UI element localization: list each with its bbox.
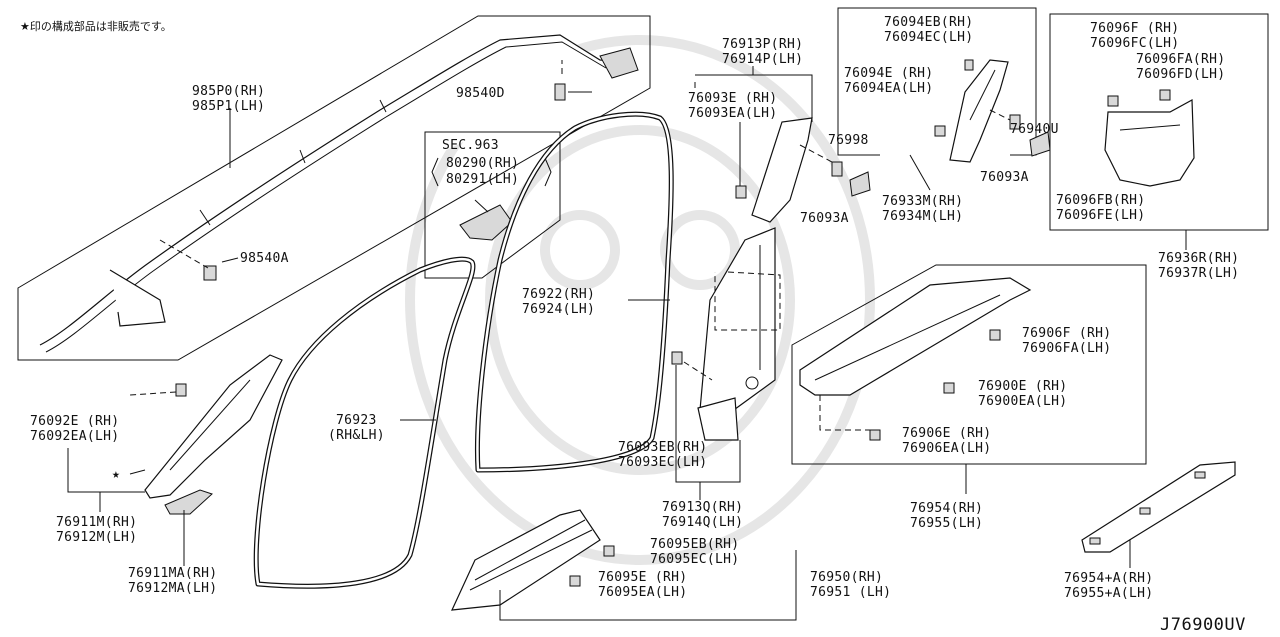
label-76906E: 76906E (RH) [902, 426, 991, 441]
label-76093A-2: 76093A [980, 170, 1029, 185]
door-seal-76923 [253, 256, 476, 589]
label-76954A: 76954+A(RH) [1064, 571, 1153, 586]
center-pillar [671, 82, 871, 441]
label-76906EA: 76906EA(LH) [902, 441, 991, 456]
leader-76913Q [675, 365, 741, 483]
label-76093EC: 76093EC(LH) [618, 455, 707, 470]
label-76094EC: 76094EC(LH) [884, 30, 973, 45]
label-76998: 76998 [828, 133, 869, 148]
label-76900EA: 76900EA(LH) [978, 394, 1067, 409]
sill-plate-76950 [451, 509, 797, 621]
label-76924: 76924(LH) [522, 302, 595, 317]
label-76094EA: 76094EA(LH) [844, 81, 933, 96]
label-80290: 80290(RH) [446, 156, 519, 171]
label-76950: 76950(RH) [810, 570, 883, 585]
label-76095EA: 76095EA(LH) [598, 585, 687, 600]
label-76940U: 76940U [1010, 122, 1059, 137]
sill-plate-76954-group [791, 264, 1147, 465]
label-sec963: SEC.963 [442, 138, 499, 153]
label-98540A: 98540A [240, 251, 289, 266]
label-76906FA: 76906FA(LH) [1022, 341, 1111, 356]
leader-76933M [909, 154, 931, 191]
label-76093E: 76093E (RH) [688, 91, 777, 106]
label-76096FA: 76096FA(RH) [1136, 52, 1225, 67]
sec963-group [424, 131, 561, 279]
label-76955: 76955(LH) [910, 516, 983, 531]
label-76096F: 76096F (RH) [1090, 21, 1179, 36]
label-76911M: 76911M(RH) [56, 515, 137, 530]
label-76095E: 76095E (RH) [598, 570, 687, 585]
leader-76913P [695, 74, 813, 122]
label-76951: 76951 (LH) [810, 585, 891, 600]
rear-pillar-76936R-group [1049, 13, 1269, 231]
label-76093EB: 76093EB(RH) [618, 440, 707, 455]
door-seal-76922 [474, 111, 674, 473]
non-sale-note: ★印の構成部品は非販売です。 [20, 19, 172, 33]
label-76092E: 76092E (RH) [30, 414, 119, 429]
label-76096FE: 76096FE(LH) [1056, 208, 1145, 223]
pillar-trim-76933M-group [837, 7, 1051, 163]
label-76911MA: 76911MA(RH) [128, 566, 217, 581]
label-76095EC: 76095EC(LH) [650, 552, 739, 567]
label-76914Q: 76914Q(LH) [662, 515, 743, 530]
non-sale-star-icon: ★ [112, 467, 120, 482]
label-76900E: 76900E (RH) [978, 379, 1067, 394]
label-76933M: 76933M(RH) [882, 194, 963, 209]
label-76955A: 76955+A(LH) [1064, 586, 1153, 601]
sill-pad-76954A [1081, 461, 1236, 568]
label-76095EB: 76095EB(RH) [650, 537, 739, 552]
label-76923: 76923 [336, 413, 377, 428]
label-76094EB: 76094EB(RH) [884, 15, 973, 30]
watermark [405, 35, 875, 565]
label-76937R: 76937R(LH) [1158, 266, 1239, 281]
label-76912M: 76912M(LH) [56, 530, 137, 545]
label-76096FD: 76096FD(LH) [1136, 67, 1225, 82]
curtain-airbag-group [17, 15, 651, 361]
label-76954: 76954(RH) [910, 501, 983, 516]
label-985P1: 985P1(LH) [192, 99, 265, 114]
label-76912MA: 76912MA(LH) [128, 581, 217, 596]
label-76096FC: 76096FC(LH) [1090, 36, 1179, 51]
front-pillar-76911M: ★ [112, 354, 283, 515]
label-76923-side: (RH&LH) [328, 428, 385, 443]
label-76934M: 76934M(LH) [882, 209, 963, 224]
label-76913P: 76913P(RH) [722, 37, 803, 52]
label-76094E: 76094E (RH) [844, 66, 933, 81]
label-98540D: 98540D [456, 86, 505, 101]
label-76092EA: 76092EA(LH) [30, 429, 119, 444]
leader-76911M [67, 448, 145, 493]
label-76936R: 76936R(RH) [1158, 251, 1239, 266]
label-76922: 76922(RH) [522, 287, 595, 302]
label-76096FB: 76096FB(RH) [1056, 193, 1145, 208]
label-76914P: 76914P(LH) [722, 52, 803, 67]
label-76913Q: 76913Q(RH) [662, 500, 743, 515]
label-80291: 80291(LH) [446, 172, 519, 187]
label-76093A-1: 76093A [800, 211, 849, 226]
label-76906F: 76906F (RH) [1022, 326, 1111, 341]
label-76093EA: 76093EA(LH) [688, 106, 777, 121]
diagram-code: J76900UV [1160, 615, 1246, 635]
label-985P0: 985P0(RH) [192, 84, 265, 99]
